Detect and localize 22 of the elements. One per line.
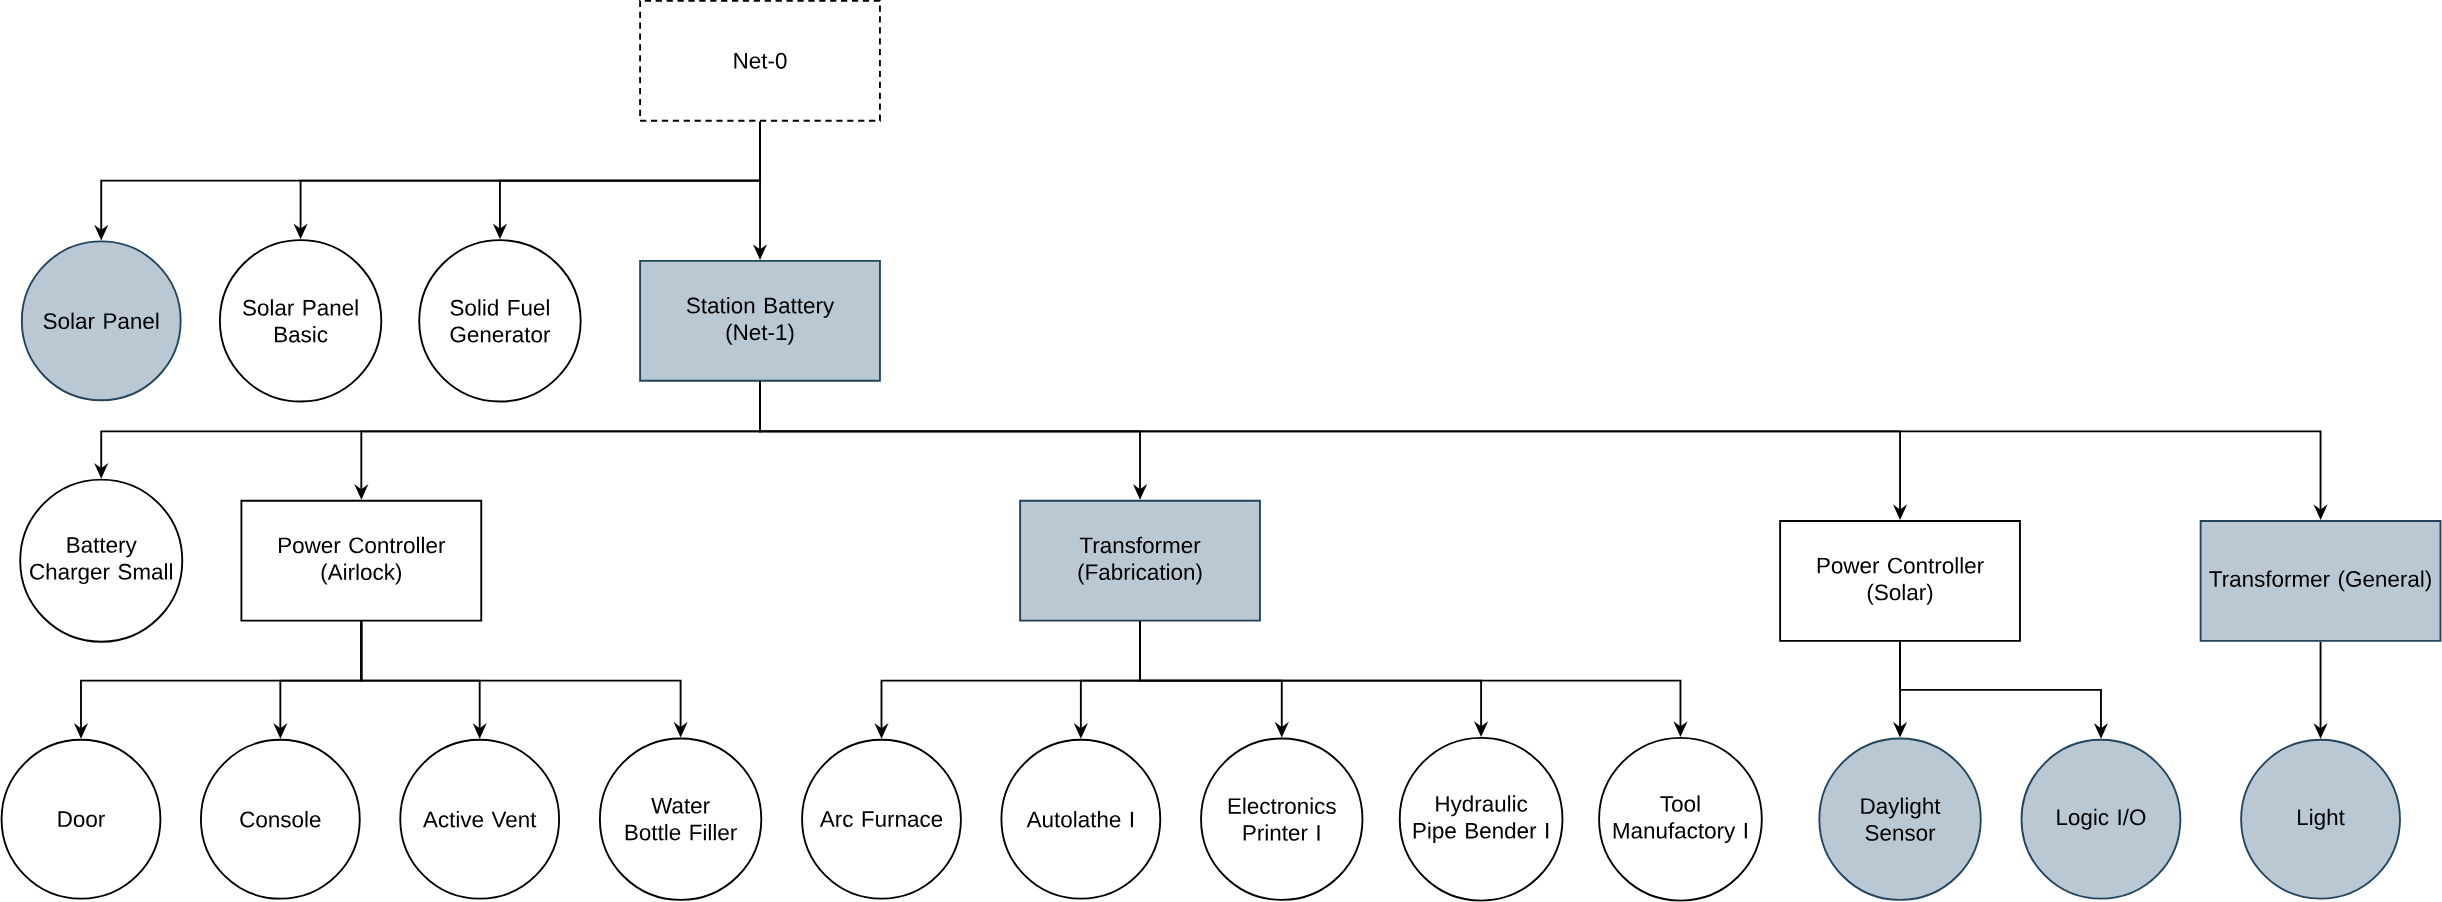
process-box: Transformer (General) [2199,520,2442,642]
circle-node: Tool Manufactory I [1598,737,1763,902]
circle-node: Solid Fuel Generator [418,239,582,403]
circle-node: Water Bottle Filler [598,737,763,901]
circle-node: Light [2240,738,2401,900]
process-box: Station Battery (Net-1) [639,260,881,382]
dashed-box: Net-0 [639,0,881,122]
process-box: Transformer (Fabrication) [1019,499,1261,622]
circle-node: Battery Charger Small [19,478,184,643]
process-box: Power Controller (Solar) [1779,520,2021,642]
circle-node: Arc Furnace [801,738,962,900]
circle-node: Hydraulic Pipe Bender I [1398,737,1564,902]
circle-node: Console [200,738,361,900]
circle-node: Daylight Sensor [1818,737,1982,901]
circle-node: Autolathe I [1000,738,1162,900]
process-box: Power Controller (Airlock) [240,499,483,622]
circle-node: Electronics Printer I [1200,737,1364,901]
circle-node: Door [0,738,162,900]
circle-node: Active Vent [399,738,561,900]
circle-node: Solar Panel Basic [218,239,383,403]
circle-node: Solar Panel [20,240,182,402]
circle-node: Logic I/O [2020,738,2182,900]
